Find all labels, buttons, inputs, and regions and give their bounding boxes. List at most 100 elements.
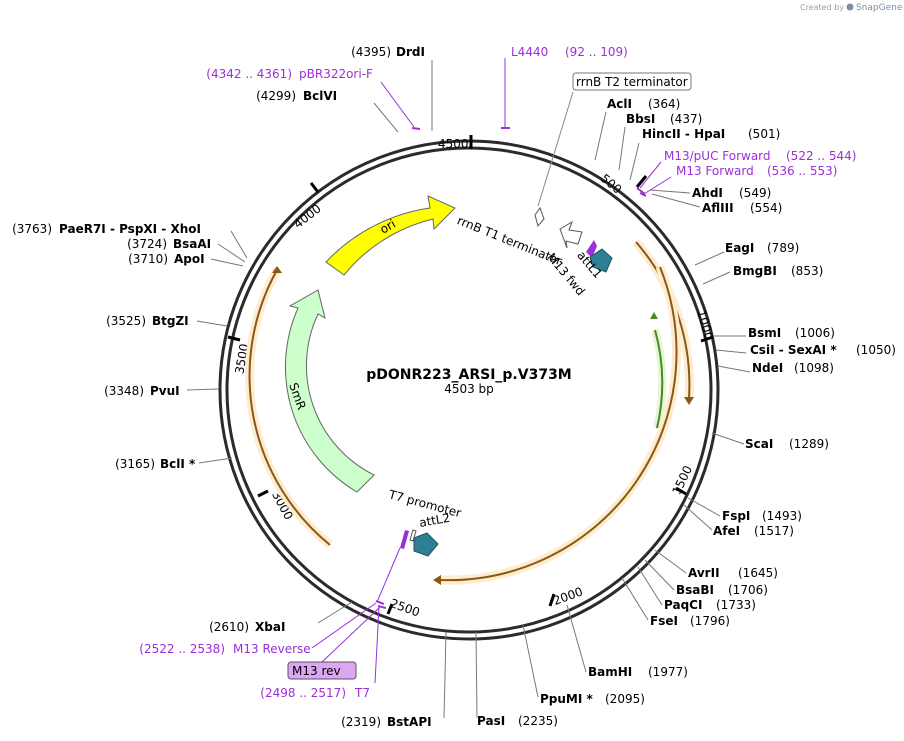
enzyme-pos-apoi: (3710) xyxy=(128,252,168,266)
snapgene-brand: SnapGene xyxy=(856,3,903,13)
m13-forward-mark xyxy=(639,192,647,197)
enzyme-pos-drdi: (4395) xyxy=(351,45,391,59)
orf-large xyxy=(439,266,678,582)
leader-ppumi xyxy=(522,624,539,698)
enzyme-pos-afliii: (554) xyxy=(750,201,782,215)
boxed-labels: rrnB T2 terminator M13 rev xyxy=(287,72,692,680)
m13-rev-label: M13 rev xyxy=(292,664,341,678)
enzyme-pos-bsaai: (3724) xyxy=(127,237,167,251)
enzyme-name-drdi: DrdI xyxy=(396,45,425,59)
enzyme-name-afliii: AflIII xyxy=(702,201,734,215)
leader-xbai xyxy=(317,601,353,624)
enzyme-pos-bclvi: (4299) xyxy=(256,89,296,103)
enzyme-name-apoi: ApoI xyxy=(174,252,205,266)
enzyme-pos-eagi: (789) xyxy=(767,241,799,255)
enzyme-pos-bsmi: (1006) xyxy=(795,326,835,340)
enzyme-name-xhoi: PaeR7I - PspXI - XhoI xyxy=(59,222,201,236)
plasmid-length: 4503 bp xyxy=(444,382,494,396)
backbone xyxy=(218,139,720,641)
enzyme-pos-scai: (1289) xyxy=(789,437,829,451)
enzyme-pos-btgzi: (3525) xyxy=(106,314,146,328)
leader-pasi xyxy=(475,631,478,719)
enzyme-leaders xyxy=(186,60,751,719)
leader-afei xyxy=(683,504,713,531)
leader-t7 xyxy=(374,606,380,684)
enzyme-name-csii: CsiI - SexAI * xyxy=(750,343,837,357)
primer-name-pbr322ori-f: pBR322ori-F xyxy=(299,67,373,81)
tick-mark-2000 xyxy=(548,593,556,607)
enzyme-pos-ahdi: (549) xyxy=(739,186,771,200)
leader-afliii xyxy=(651,193,701,208)
enzyme-pos-bbsi: (437) xyxy=(670,112,702,126)
enzyme-name-bsabi: BsaBI xyxy=(676,583,714,597)
tick-label-1000: 1000 xyxy=(694,308,715,341)
enzyme-pos-ndei: (1098) xyxy=(794,361,834,375)
leader-bbsi xyxy=(618,126,626,171)
enzyme-pos-fspi: (1493) xyxy=(762,509,802,523)
enzyme-pos-acli: (364) xyxy=(648,97,680,111)
t7-promoter-arrow xyxy=(409,529,417,542)
orf-left xyxy=(248,269,331,546)
leader-csii xyxy=(715,349,747,354)
leader-bamhi xyxy=(566,604,587,673)
enzyme-name-ahdi: AhdI xyxy=(692,186,723,200)
tick-mark-2500 xyxy=(386,603,394,615)
enzyme-name-bcli: BclI * xyxy=(160,457,196,471)
leader-paqci xyxy=(637,566,663,606)
tick-label-4500: 4500 xyxy=(438,137,469,151)
leader-fspi xyxy=(687,497,721,517)
enzyme-pos-xhoi: (3763) xyxy=(12,222,52,236)
t7-primer-backbone-mark xyxy=(377,605,387,609)
leader-scai xyxy=(711,432,745,445)
t7-primer-mark xyxy=(400,530,409,549)
enzyme-pos-afei: (1517) xyxy=(754,524,794,538)
leader-ndei xyxy=(717,365,751,373)
attl1-arrow xyxy=(589,248,613,273)
primer-markers xyxy=(375,127,647,609)
primer-range-pbr322ori-f: (4342 .. 4361) xyxy=(206,67,292,81)
enzyme-pos-xbai: (2610) xyxy=(209,620,249,634)
tick-mark-1000 xyxy=(700,335,714,343)
enzyme-name-btgzi: BtgZI xyxy=(152,314,189,328)
orf-left-arrowhead xyxy=(272,266,282,273)
enzyme-pos-bamhi: (1977) xyxy=(648,665,688,679)
rrnb-t2-box xyxy=(572,72,692,91)
orf-right-top-arrowhead xyxy=(684,397,694,405)
leader-m13-reverse xyxy=(311,602,377,649)
enzyme-pos-ppumi: (2095) xyxy=(605,692,645,706)
leader-apoi xyxy=(210,258,244,267)
leader-fsei xyxy=(621,577,649,621)
leader-bclvi xyxy=(373,102,399,133)
enzyme-name-xbai: XbaI xyxy=(255,620,285,634)
orf-arcs xyxy=(245,239,694,585)
tick-mark-3000 xyxy=(257,489,269,498)
leader-bmgbi xyxy=(702,271,731,285)
rrnb-t1-arrow xyxy=(559,220,583,249)
enzyme-pos-bstapi: (2319) xyxy=(341,715,381,729)
enzyme-pos-bmgbi: (853) xyxy=(791,264,823,278)
enzyme-name-paqci: PaqCI xyxy=(664,598,702,612)
enzyme-labels: (4395) DrdI (4299) BclVI AclI (364) BbsI… xyxy=(12,45,896,729)
enzyme-name-bstapi: BstAPI xyxy=(387,715,432,729)
rrnb-t1-region: rrnB T1 terminator M13 fwd attL1 xyxy=(455,91,613,298)
orf-inner xyxy=(654,329,664,429)
enzyme-name-ndei: NdeI xyxy=(752,361,783,375)
leader-m13-puc-forward xyxy=(639,161,662,189)
leader-bsaai xyxy=(217,243,246,263)
primer-range-m13-puc-forward: (522 .. 544) xyxy=(786,149,856,163)
tick-label-2500: 2500 xyxy=(388,596,421,620)
leader-ahdi xyxy=(649,189,691,194)
t7-region: T7 promoter attL2 xyxy=(376,487,463,603)
orf-inner-arrowhead xyxy=(650,312,658,319)
primer-name-m13-forward: M13 Forward xyxy=(676,164,754,178)
smr-feature: SmR xyxy=(284,289,375,493)
primer-range-l4440: (92 .. 109) xyxy=(565,45,628,59)
enzyme-name-bsmi: BsmI xyxy=(748,326,781,340)
enzyme-name-ppumi: PpuMI * xyxy=(540,692,594,706)
enzyme-name-bsaai: BsaAI xyxy=(173,237,211,251)
leader-bstapi xyxy=(443,631,447,719)
leader-bsabi xyxy=(644,559,675,591)
primer-name-t7: T7 xyxy=(354,686,370,700)
leader-avrii xyxy=(654,549,687,574)
